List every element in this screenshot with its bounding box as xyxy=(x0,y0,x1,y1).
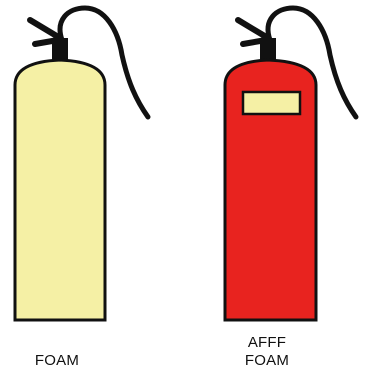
foam-valve xyxy=(52,38,68,62)
foam-extinguisher-icon xyxy=(15,8,148,320)
afff-valve xyxy=(260,38,276,62)
afff-label: AFFF xyxy=(237,334,297,351)
foam-cylinder xyxy=(15,60,105,320)
afff-foam-extinguisher-icon xyxy=(225,8,356,320)
afff-foam-label: FOAM xyxy=(237,352,297,369)
afff-color-band xyxy=(243,92,300,114)
foam-label: FOAM xyxy=(22,352,92,369)
